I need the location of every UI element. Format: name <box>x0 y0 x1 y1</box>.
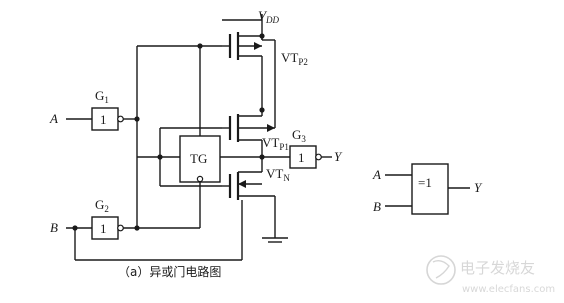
xor-output-y-label: Y <box>474 180 483 195</box>
svg-text:VTP1: VTP1 <box>262 135 289 152</box>
gate-g2: 1 <box>91 216 124 240</box>
circuit-wires <box>66 14 332 261</box>
junction-dots <box>72 33 265 231</box>
vdd-label: VDD <box>258 8 279 25</box>
watermark-logo <box>426 255 456 285</box>
watermark-line1: 电子发烧友 <box>460 259 535 277</box>
g3-symbol: 1 <box>298 150 305 165</box>
xor-gate-symbol: =1 A B Y <box>372 163 483 215</box>
watermark-line2: www.elecfans.com <box>462 284 555 295</box>
vtp2-label: VTP2 <box>281 50 308 67</box>
xor-input-b-label: B <box>373 199 381 214</box>
svg-text:VDD: VDD <box>258 8 279 25</box>
svg-text:VTP2: VTP2 <box>281 50 308 67</box>
watermark: 电子发烧友 www.elecfans.com <box>426 255 555 295</box>
transistor-vtp1 <box>222 110 276 142</box>
vtp1-label: VTP1 <box>262 135 289 152</box>
gate-g3: 1 <box>289 145 322 169</box>
g3-label: G3 <box>292 127 306 144</box>
figure-caption: （a）异或门电路图 <box>118 264 221 279</box>
transmission-gate-tg: TG <box>179 135 221 183</box>
g2-symbol: 1 <box>100 221 107 236</box>
g1-symbol: 1 <box>100 112 107 127</box>
gate-g1: 1 <box>91 107 124 131</box>
g1-label: G1 <box>95 88 109 105</box>
input-b-label: B <box>50 220 58 235</box>
g2-label: G2 <box>95 197 109 214</box>
svg-text:VTN: VTN <box>266 166 290 183</box>
transistor-vtp2 <box>222 19 263 110</box>
output-y-label: Y <box>334 149 343 164</box>
xor-input-a-label: A <box>372 167 381 182</box>
svg-text:G3: G3 <box>292 127 306 144</box>
input-a-label: A <box>49 111 58 126</box>
transistor-vtn <box>222 171 275 200</box>
svg-text:G1: G1 <box>95 88 109 105</box>
xor-symbol-text: =1 <box>418 175 432 190</box>
vtn-label: VTN <box>266 166 290 183</box>
svg-text:G2: G2 <box>95 197 109 214</box>
tg-label: TG <box>190 151 207 166</box>
